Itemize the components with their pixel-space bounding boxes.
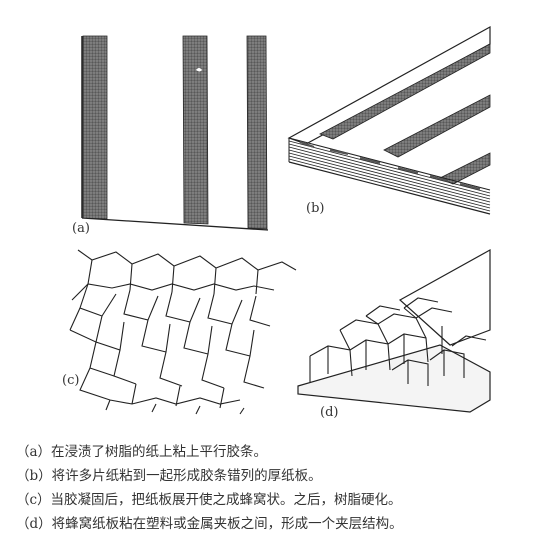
caption-block: （a）在浸渍了树脂的纸上粘上平行胶条。 （b）将许多片纸粘到一起形成胶条错列的厚…	[16, 440, 531, 536]
caption-b: （b）将许多片纸粘到一起形成胶条错列的厚纸板。	[16, 468, 322, 484]
glue-stripe	[182, 35, 209, 225]
panel-b-label: (b)	[306, 201, 324, 216]
glue-stripe	[246, 35, 268, 230]
glue-stripe	[319, 43, 491, 140]
panel-b-stack	[287, 25, 491, 215]
panel-c-label: (c)	[62, 373, 79, 388]
panel-d-label: (d)	[320, 405, 338, 420]
honeycomb-figure: (a) (b) (c) (d)	[62, 25, 491, 420]
panel-c-honeycomb	[69, 249, 297, 415]
panel-a-sheet	[81, 35, 269, 231]
panel-d-sandwich	[297, 248, 491, 413]
glue-stripe	[82, 35, 108, 220]
caption-a: （a）在浸渍了树脂的纸上粘上平行胶条。	[16, 444, 268, 460]
caption-c: （c）当胶凝固后，把纸板展开使之成蜂窝状。之后，树脂硬化。	[16, 492, 402, 508]
top-face-sheet	[398, 248, 491, 346]
glue-stripe	[383, 94, 491, 158]
caption-d: （d）将蜂窝纸板粘在塑料或金属夹板之间，形成一个夹层结构。	[16, 516, 403, 532]
panel-a-label: (a)	[72, 221, 90, 236]
bottom-face-sheet	[297, 344, 491, 413]
